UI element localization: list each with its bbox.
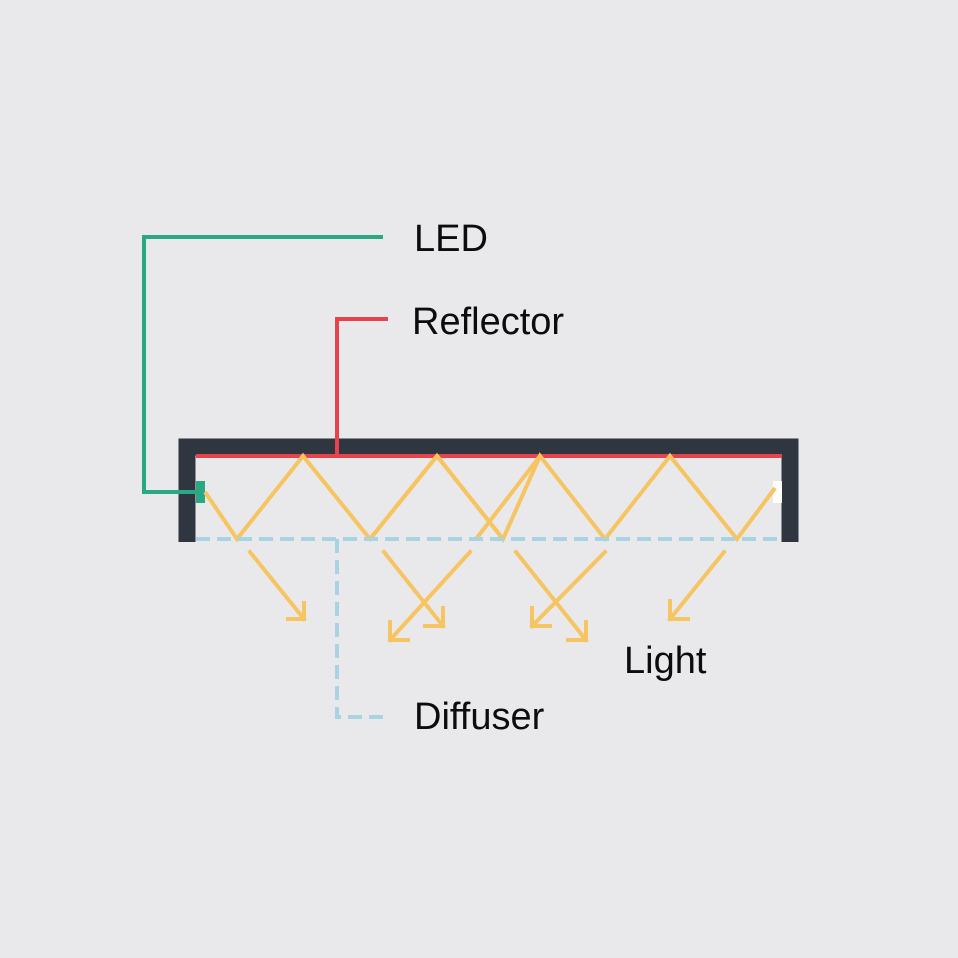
diffuser-leader-line (335, 539, 388, 719)
reflector-label: Reflector (412, 301, 565, 343)
light-path-zigzag-c (368, 454, 439, 541)
light-arrow-4 (513, 549, 589, 643)
led-emitter (196, 481, 205, 503)
light-arrow-1 (247, 549, 307, 622)
light-arrow-5 (529, 549, 608, 629)
light-path-zigzag-a (203, 452, 777, 543)
light-path-zigzag-d (474, 454, 542, 541)
light-arrow-6 (667, 549, 727, 622)
led-leader-line (142, 235, 383, 494)
light-arrow-2 (381, 549, 446, 629)
diffuser-label: Diffuser (414, 696, 545, 738)
led-emitter-right (773, 481, 782, 503)
light-arrow-3 (387, 549, 473, 643)
light-label: Light (624, 640, 707, 682)
led-label: LED (414, 218, 488, 260)
housing-frame (178, 438, 799, 542)
light-path-zigzag-b (435, 454, 505, 541)
light-arrows (247, 549, 727, 643)
reflector-leader-line (335, 317, 388, 456)
